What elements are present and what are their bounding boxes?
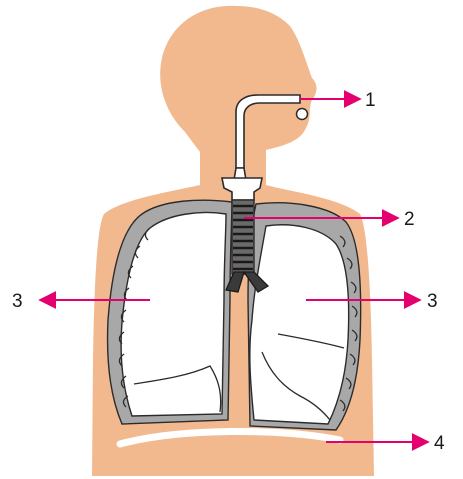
label-3-left: 3: [12, 291, 23, 312]
left-lung: [108, 200, 232, 424]
label-2: 2: [404, 209, 415, 230]
label-4: 4: [434, 433, 445, 454]
right-lung-tissue: [250, 225, 349, 424]
nostril: [297, 109, 308, 120]
right-lung: [248, 203, 361, 430]
label-1: 1: [365, 90, 376, 111]
label-3-right: 3: [427, 291, 438, 312]
trachea: [232, 200, 254, 274]
